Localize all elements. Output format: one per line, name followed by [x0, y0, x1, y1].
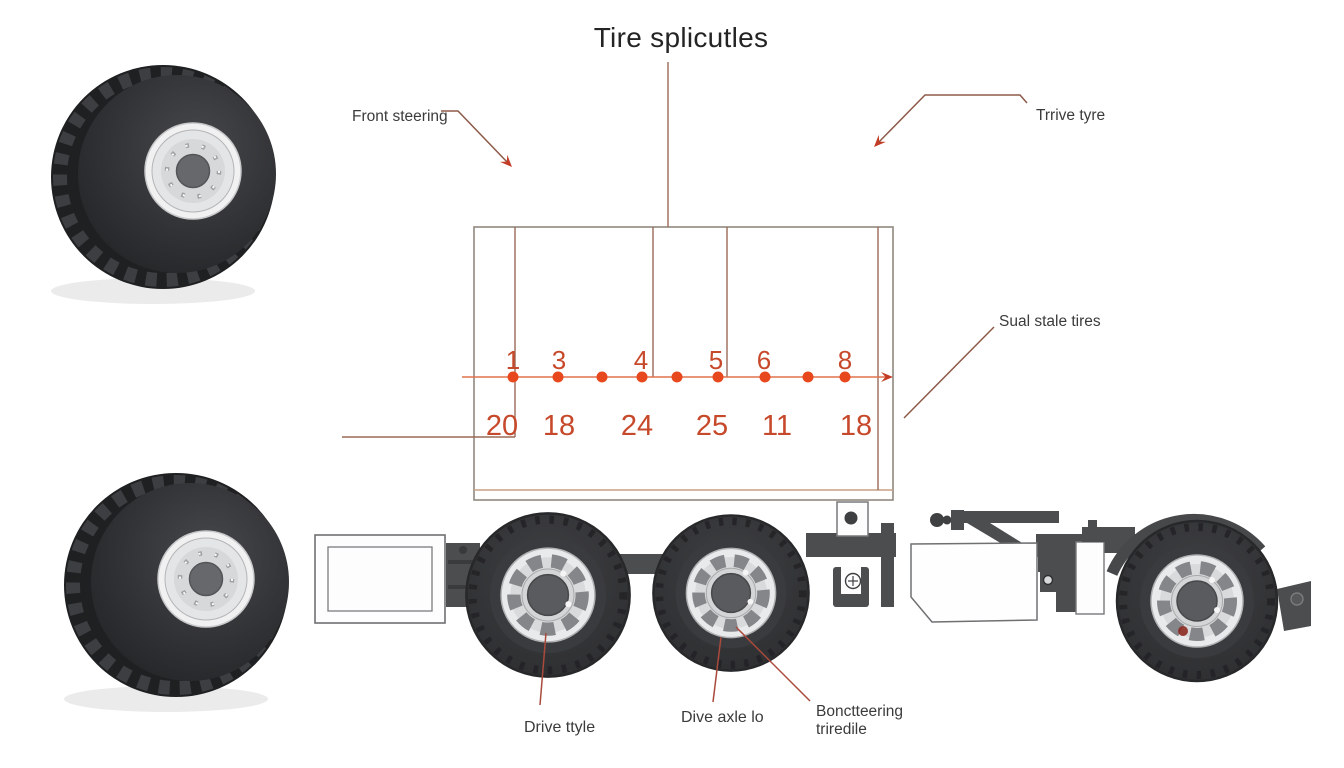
cab-outline-box-inner [327, 546, 433, 612]
wheel-reflector [1178, 626, 1188, 636]
schematic-rectangle [473, 226, 894, 501]
drive-axle-line [712, 636, 722, 703]
axle-position-label: 1 [506, 345, 520, 375]
rear-steering-line [735, 626, 811, 702]
rear-bracket-group [1038, 520, 1135, 615]
axle-position-numbers: 1 3 4 5 6 8 [506, 345, 852, 375]
axle-dots [507, 371, 851, 383]
axle-value-label: 25 [696, 410, 728, 442]
fifth-wheel-assembly [833, 501, 894, 607]
front-steering-line [441, 110, 509, 164]
axle-value-numbers: 20 18 24 25 11 18 [486, 410, 872, 442]
wheel-drive-front [466, 513, 629, 676]
wheel-rear-axle [1117, 521, 1277, 681]
mud-flap-bracket [1277, 581, 1311, 631]
axle-layout-schematic: 1 3 4 5 6 8 20 18 24 25 11 18 [342, 62, 894, 501]
axle-position-label: 4 [634, 345, 648, 375]
dual-tires-line [903, 326, 995, 419]
axle-dot-axis [462, 371, 893, 383]
axle-value-label: 20 [486, 410, 518, 442]
drive-tyre-label: Trrive tyre [1036, 107, 1105, 124]
drive-axle-label: Dive axle lo [681, 709, 764, 726]
wheel-drive-rear [653, 515, 808, 670]
tire-photo-top-left [51, 65, 276, 304]
axle-position-label: 8 [838, 345, 852, 375]
drive-style-line [539, 632, 547, 706]
rear-steering-label-line1: Bonctteering [816, 703, 903, 720]
tire-photo-bottom-left [64, 473, 289, 712]
callout-lines [441, 94, 1028, 706]
truck-chassis [314, 501, 1311, 681]
front-steering-label: Front steering [352, 108, 448, 125]
tank-box [910, 542, 1038, 623]
axle-position-label: 5 [709, 345, 723, 375]
axle-position-label: 6 [757, 345, 771, 375]
drive-style-label: Drive ttyle [524, 719, 595, 736]
axle-position-label: 3 [552, 345, 566, 375]
rear-steering-label-line2: triredile [816, 721, 867, 738]
axle-value-label: 24 [621, 410, 653, 442]
page-title: Tire splicutles [594, 22, 769, 53]
axle-value-label: 18 [840, 410, 872, 442]
axle-value-label: 11 [762, 410, 792, 442]
drive-tyre-line [876, 94, 1028, 145]
axle-value-label: 18 [543, 410, 575, 442]
dual-tires-label: Sual stale tires [999, 313, 1101, 330]
